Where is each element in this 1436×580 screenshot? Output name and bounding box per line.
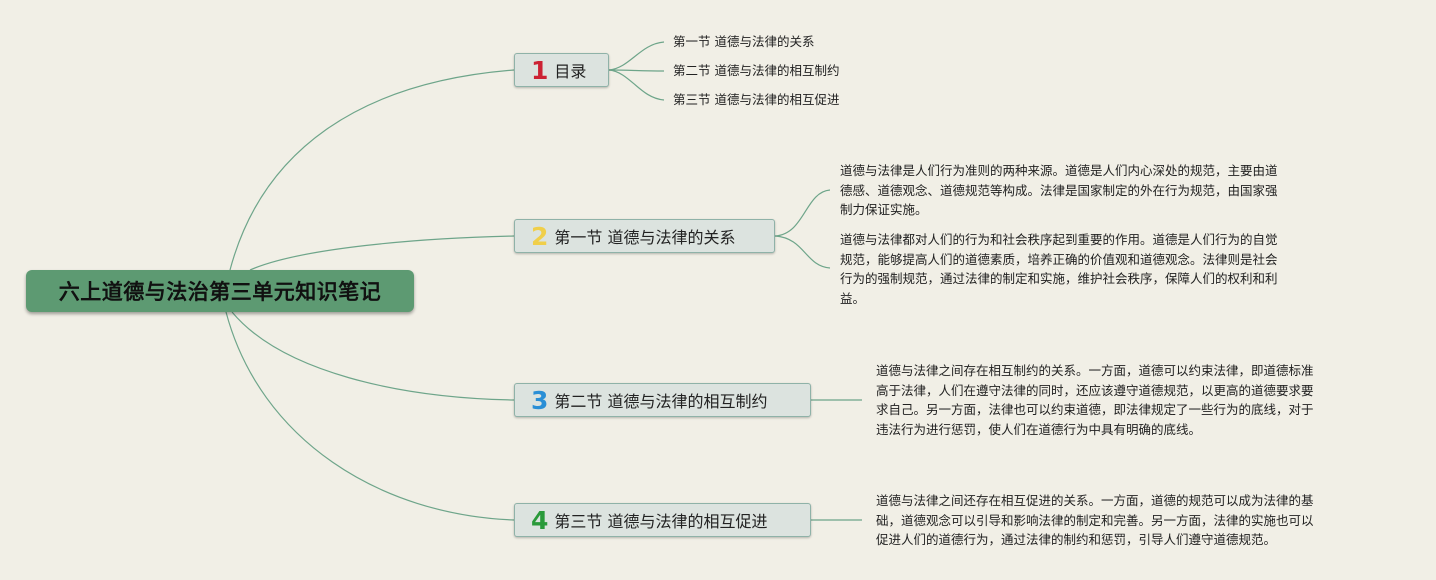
branch-section-1[interactable]: 2 第一节 道德与法律的关系 [514,219,775,253]
connector-root-b4 [225,311,515,521]
connector-b2-p1 [774,189,831,237]
toc-item-1[interactable]: 第一节 道德与法律的关系 [673,34,815,49]
branch-label: 目录 [554,62,587,81]
branch-label: 第三节 道德与法律的相互促进 [554,512,768,531]
branch-number: 3 [531,385,549,415]
connector-root-b2 [249,235,515,271]
toc-item-3[interactable]: 第三节 道德与法律的相互促进 [673,92,840,107]
connector-b1-l3 [608,69,665,101]
branch-toc[interactable]: 1 目录 [514,53,609,87]
connector-root-b1 [229,69,515,271]
section-2-paragraph-1: 道德与法律之间存在相互制约的关系。一方面，道德可以约束法律，即道德标准 高于法律… [876,363,1314,437]
branch-section-3[interactable]: 4 第三节 道德与法律的相互促进 [514,503,811,537]
connector-b2-p2 [774,235,831,269]
section-3-paragraph-1: 道德与法律之间还存在相互促进的关系。一方面，道德的规范可以成为法律的基 础，道德… [876,493,1314,547]
branch-label: 第一节 道德与法律的关系 [554,228,736,247]
branch-number: 2 [531,221,549,251]
connector-b1-l1 [608,41,665,71]
section-1-paragraph-2: 道德与法律都对人们的行为和社会秩序起到重要的作用。道德是人们行为的自觉 规范，能… [840,232,1278,306]
branch-number: 4 [531,505,549,535]
branch-number: 1 [531,55,549,85]
branch-section-2[interactable]: 3 第二节 道德与法律的相互制约 [514,383,811,417]
root-topic-title: 六上道德与法治第三单元知识笔记 [58,280,382,304]
section-1-paragraph-1: 道德与法律是人们行为准则的两种来源。道德是人们内心深处的规范，主要由道 德感、道… [840,163,1278,217]
connector-root-b3 [231,311,515,401]
toc-item-2[interactable]: 第二节 道德与法律的相互制约 [673,63,840,78]
connector-b1-l2 [608,69,665,72]
branch-label: 第二节 道德与法律的相互制约 [554,392,768,411]
root-topic[interactable]: 六上道德与法治第三单元知识笔记 [26,270,414,312]
